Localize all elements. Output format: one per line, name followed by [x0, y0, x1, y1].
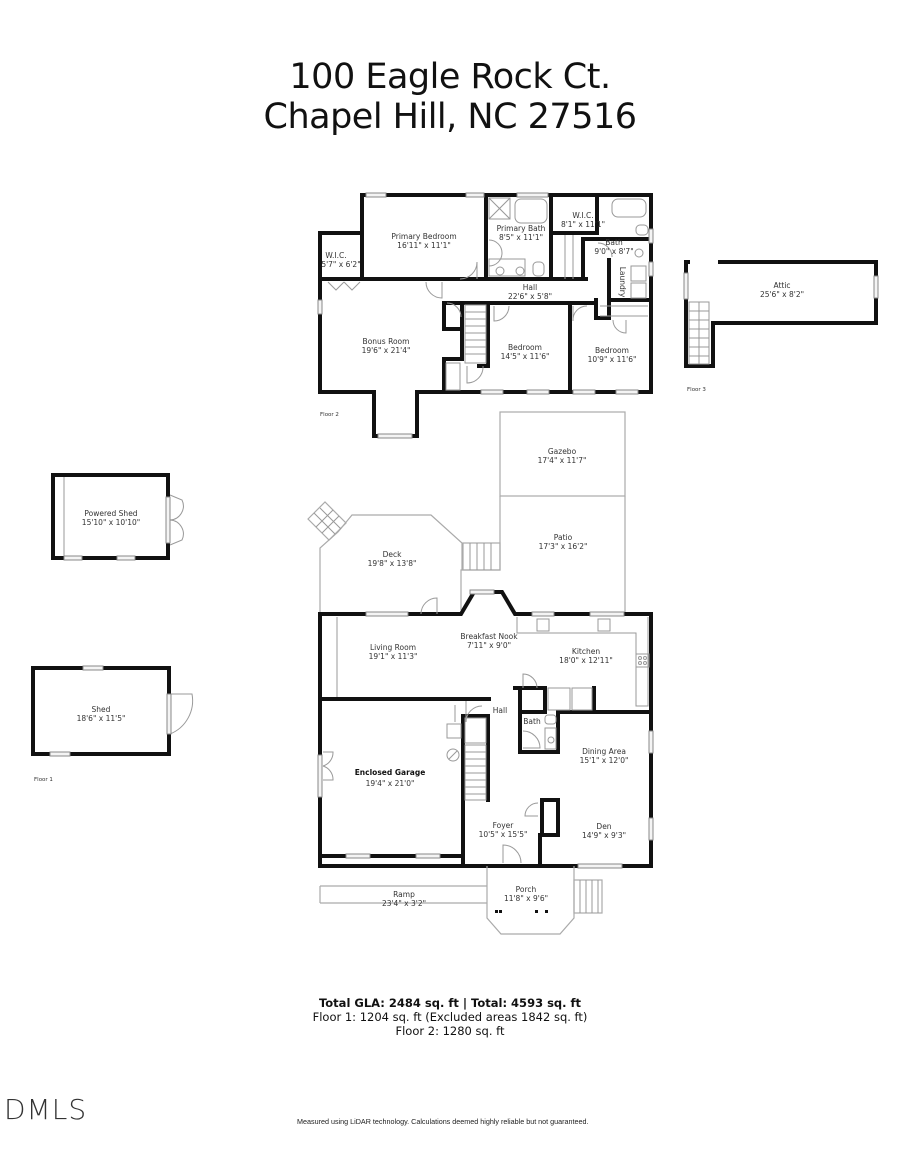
room-dims: 14'5" x 11'6"	[501, 352, 550, 361]
dmls-logo: DMLS	[4, 1093, 88, 1126]
closet-wall	[540, 798, 560, 837]
room-label: Breakfast Nook	[460, 632, 518, 641]
room-dims: 19'8" x 13'8"	[368, 559, 417, 568]
room-dims: 8'1" x 11'1"	[561, 220, 605, 229]
doors-floor-1	[169, 494, 539, 864]
room-dims: 10'9" x 11'6"	[588, 355, 637, 364]
room-dims: 17'4" x 11'7"	[538, 456, 587, 465]
floor-3-label: Floor 3	[687, 387, 706, 393]
address-line-2: Chapel Hill, NC 27516	[263, 97, 638, 137]
room-label: Living Room	[370, 643, 416, 652]
room-label: Attic	[773, 281, 790, 290]
room-label: Patio	[554, 533, 573, 542]
room-label: W.I.C.	[325, 251, 346, 260]
room-label: Enclosed Garage	[355, 768, 426, 777]
ramp-outline	[319, 885, 487, 904]
attic-outer-wall	[684, 260, 878, 368]
floor-1-plan: Deck 19'8" x 13'8" Gazebo 17'4" x 11'7" …	[31, 411, 654, 935]
room-label: Bedroom	[595, 346, 629, 355]
room-dims: 23'4" x 3'2"	[382, 899, 426, 908]
wall	[518, 686, 596, 754]
floor-2-area: Floor 2: 1280 sq. ft	[395, 1024, 505, 1038]
room-dims: 17'3" x 16'2"	[539, 542, 588, 551]
room-dims: 9'0" x 8'7"	[594, 247, 633, 256]
deck-stairs	[307, 501, 501, 571]
room-dims: 19'6" x 21'4"	[362, 346, 411, 355]
wall	[581, 237, 653, 281]
room-label: W.I.C.	[572, 211, 593, 220]
bath-fixtures-floor-1	[522, 714, 557, 750]
room-label: Bedroom	[508, 343, 542, 352]
room-dims: 14'9" x 9'3"	[582, 831, 626, 840]
gazebo-outline	[499, 411, 626, 497]
room-dims: 25'6" x 8'2"	[760, 290, 804, 299]
total-area-summary: Total GLA: 2484 sq. ft | Total: 4593 sq.…	[318, 996, 582, 1010]
wall	[442, 301, 464, 331]
porch-columns	[495, 910, 548, 913]
stairs-floor-2	[445, 304, 487, 391]
room-label: Laundry	[618, 267, 627, 298]
room-label: Hall	[523, 283, 537, 292]
room-label: Ramp	[393, 890, 415, 899]
stairs-floor-1	[464, 717, 487, 801]
room-dims: 16'11" x 11'1"	[397, 241, 451, 250]
room-label: Dining Area	[582, 747, 626, 756]
bathroom-fixtures-floor-2	[488, 197, 649, 317]
floor-1-label: Floor 1	[34, 777, 53, 783]
room-dims: 10'5" x 15'5"	[479, 830, 528, 839]
floor-2-label: Floor 2	[320, 412, 339, 418]
garage-utilities	[446, 705, 462, 762]
windows-floor-2	[317, 192, 654, 439]
attic-stairs	[688, 301, 710, 365]
room-dims: 22'6" x 5'8"	[508, 292, 552, 301]
room-dims: 18'6" x 11'5"	[77, 714, 126, 723]
room-dims: 11'8" x 9'6"	[504, 894, 548, 903]
wall	[461, 714, 490, 802]
room-dims: 15'10" x 10'10"	[82, 518, 140, 527]
room-label: Bath	[523, 717, 541, 726]
wall	[549, 193, 599, 235]
room-label: Deck	[383, 550, 403, 559]
disclaimer-text: Measured using LiDAR technology. Calcula…	[297, 1117, 589, 1126]
room-label: Porch	[516, 885, 537, 894]
room-label: Bath	[605, 238, 623, 247]
address-line-1: 100 Eagle Rock Ct.	[289, 57, 611, 97]
floor-2-plan: W.I.C. 5'7" x 6'2" Primary Bedroom 16'11…	[317, 192, 654, 439]
room-label: Foyer	[493, 821, 515, 830]
room-label: Den	[596, 822, 611, 831]
deck-outline	[319, 514, 463, 612]
wall	[594, 298, 653, 320]
room-label: Powered Shed	[84, 509, 137, 518]
floor-1-area: Floor 1: 1204 sq. ft (Excluded areas 184…	[312, 1010, 588, 1024]
kitchen-counters	[516, 617, 650, 711]
room-label: Kitchen	[572, 647, 600, 656]
room-label: Shed	[92, 705, 111, 714]
room-dims: 19'1" x 11'3"	[369, 652, 418, 661]
windows-floor-1	[317, 589, 654, 869]
wall	[442, 357, 464, 394]
room-dims: 5'7" x 6'2"	[321, 260, 360, 269]
room-label: Gazebo	[548, 447, 577, 456]
room-dims: 8'5" x 11'1"	[499, 233, 543, 242]
room-label: Hall	[493, 706, 507, 715]
wall	[477, 301, 490, 368]
room-dims: 19'4" x 21'0"	[366, 779, 415, 788]
patio-outline	[460, 496, 626, 613]
room-dims: 15'1" x 12'0"	[580, 756, 629, 765]
wall	[513, 686, 547, 714]
porch-stairs	[573, 879, 603, 914]
room-dims: 7'11" x 9'0"	[467, 641, 511, 650]
room-label: Primary Bath	[497, 224, 546, 233]
floor-3-plan: Attic 25'6" x 8'2" Floor 3	[683, 260, 879, 393]
room-label: Primary Bedroom	[391, 232, 456, 241]
room-label: Bonus Room	[363, 337, 410, 346]
room-dims: 18'0" x 12'11"	[559, 656, 613, 665]
doors-floor-2	[327, 239, 627, 384]
